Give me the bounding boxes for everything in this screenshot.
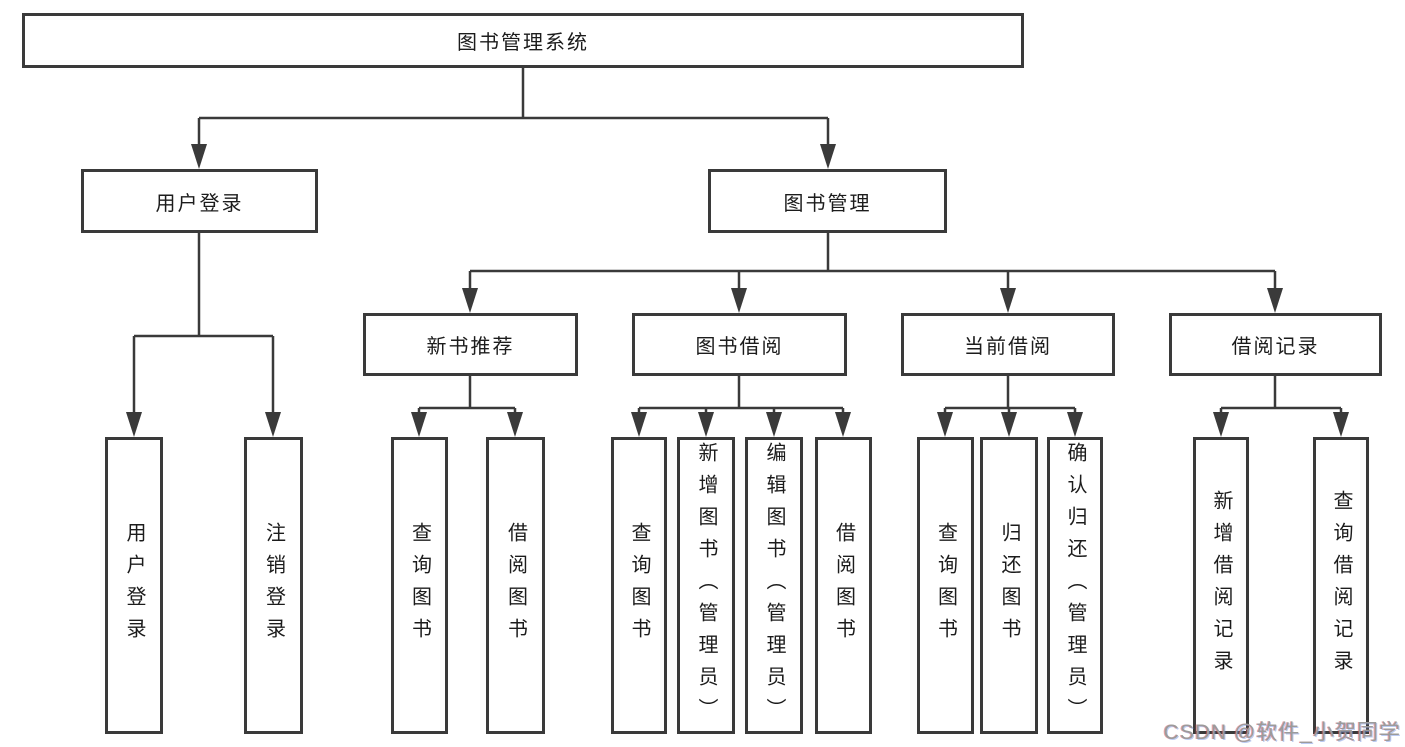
leaf-return-book: 归还图书 [980, 437, 1038, 734]
node-label: 图书借阅 [695, 336, 784, 358]
leaf-query-books-recommend: 查询图书 [391, 437, 448, 734]
node-book-borrow: 图书借阅 [632, 313, 847, 376]
leaf-logout: 注销登录 [244, 437, 303, 734]
node-label: 借阅记录 [1231, 336, 1320, 358]
leaf-confirm-return-admin: 确认归还（管理员） [1047, 437, 1103, 734]
node-book-management: 图书管理 [708, 169, 947, 233]
csdn-watermark: CSDN @软件_小贺同学 [1163, 721, 1401, 744]
node-label: 归还图书 [998, 521, 1020, 650]
node-label: 新书推荐 [426, 336, 515, 358]
leaf-borrow-books: 借阅图书 [815, 437, 872, 734]
node-label: 新增借阅记录 [1210, 489, 1232, 682]
node-label: 注销登录 [262, 521, 285, 650]
node-label: 借阅图书 [832, 521, 855, 650]
node-borrow-records: 借阅记录 [1169, 313, 1382, 376]
node-label: 查询图书 [628, 521, 650, 650]
node-label: 新增图书（管理员） [695, 441, 717, 730]
leaf-add-book-admin: 新增图书（管理员） [677, 437, 735, 734]
node-library-management-system: 图书管理系统 [22, 13, 1024, 68]
node-label: 图书管理系统 [457, 32, 589, 54]
node-label: 图书管理 [783, 192, 872, 215]
leaf-add-borrow-record: 新增借阅记录 [1193, 437, 1249, 734]
leaf-edit-book-admin: 编辑图书（管理员） [745, 437, 803, 734]
node-current-borrow: 当前借阅 [901, 313, 1115, 376]
node-label: 借阅图书 [504, 521, 527, 650]
leaf-query-books-current: 查询图书 [917, 437, 974, 734]
node-label: 确认归还（管理员） [1064, 441, 1086, 730]
node-user-login: 用户登录 [81, 169, 318, 233]
node-label: 查询借阅记录 [1330, 489, 1352, 682]
arrowheads [126, 144, 1349, 437]
node-new-book-recommend: 新书推荐 [363, 313, 578, 376]
node-label: 编辑图书（管理员） [763, 441, 785, 730]
leaf-user-login: 用户登录 [105, 437, 163, 734]
leaf-query-borrow-record: 查询借阅记录 [1313, 437, 1369, 734]
node-label: 查询图书 [934, 521, 957, 650]
leaf-borrow-books-recommend: 借阅图书 [486, 437, 545, 734]
node-label: 用户登录 [123, 521, 145, 650]
node-label: 用户登录 [155, 192, 244, 215]
node-label: 查询图书 [408, 521, 431, 650]
leaf-query-books-borrow: 查询图书 [611, 437, 667, 734]
node-label: 当前借阅 [964, 336, 1052, 358]
